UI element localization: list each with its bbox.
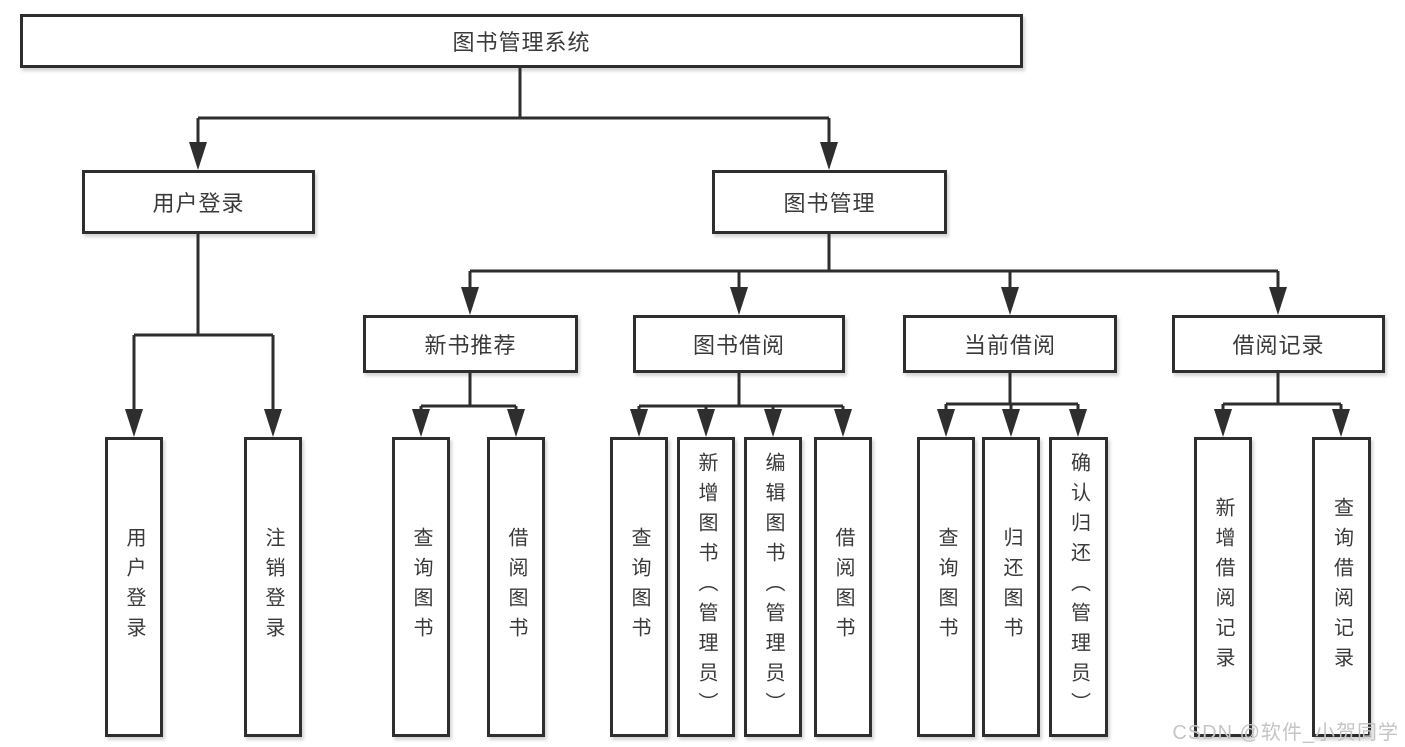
leaf-query-borrow-record: 查询借阅记录 (1312, 437, 1371, 737)
leaf-add-books-admin: 新增图书（管理员） (677, 437, 735, 737)
leaf-return-books: 归还图书 (982, 437, 1040, 737)
node-book-borrowing: 图书借阅 (633, 315, 845, 373)
csdn-watermark: CSDN @软件_小贺同学 (1172, 722, 1399, 744)
node-user-login: 用户登录 (82, 170, 315, 234)
node-borrowing-records: 借阅记录 (1172, 315, 1385, 373)
node-new-book-recommendation: 新书推荐 (363, 315, 578, 373)
leaf-user-login: 用户登录 (105, 437, 163, 737)
leaf-borrow-books-borrowing: 借阅图书 (814, 437, 872, 737)
leaf-borrow-books-recommend: 借阅图书 (487, 437, 545, 737)
node-library-management-system: 图书管理系统 (20, 14, 1023, 68)
leaf-logout: 注销登录 (244, 437, 302, 737)
node-book-management: 图书管理 (712, 170, 947, 234)
leaf-query-books-recommend: 查询图书 (392, 437, 450, 737)
leaf-confirm-return-admin: 确认归还（管理员） (1049, 437, 1108, 737)
leaf-edit-books-admin: 编辑图书（管理员） (744, 437, 802, 737)
leaf-add-borrow-record: 新增借阅记录 (1194, 437, 1252, 737)
leaf-query-books-current: 查询图书 (917, 437, 975, 737)
leaf-query-books-borrowing: 查询图书 (610, 437, 668, 737)
node-current-borrowing: 当前借阅 (903, 315, 1117, 373)
